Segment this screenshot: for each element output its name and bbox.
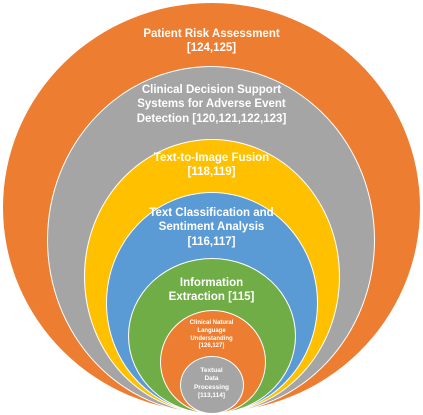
label-line: Detection [120,121,122,123] xyxy=(136,112,287,125)
label-line: Textual xyxy=(200,367,223,374)
label-line: Systems for Adverse Event xyxy=(137,98,286,111)
label-information-extraction: Information Extraction [115] xyxy=(0,276,423,305)
label-clinical-nlu: Clinical Natural Language Understanding … xyxy=(0,320,423,351)
label-line: Data xyxy=(204,375,219,383)
label-line: Processing xyxy=(193,383,230,391)
label-line: Patient Risk Assessment xyxy=(143,28,280,40)
ring-textual-data xyxy=(180,356,244,414)
label-line: Sentiment Analysis xyxy=(158,221,265,234)
label-line: Text-to-Image Fusion xyxy=(153,152,270,164)
label-line: Clinical Decision Support xyxy=(141,84,282,96)
label-line: Understanding xyxy=(190,335,233,342)
label-textual-data: Textual Data Processing [113,114] xyxy=(0,367,423,401)
label-line: Text Classification and xyxy=(149,207,274,219)
label-clinical-decision: Clinical Decision Support Systems for Ad… xyxy=(0,83,423,126)
label-line: [116,117] xyxy=(187,235,236,248)
label-line: [124,125] xyxy=(186,42,237,55)
label-line: Clinical Natural xyxy=(189,320,234,326)
label-line: [126,127] xyxy=(198,343,225,350)
label-line: Extraction [115] xyxy=(168,291,255,304)
label-text-to-image: Text-to-Image Fusion [118,119] xyxy=(0,151,423,180)
label-line: [118,119] xyxy=(187,166,236,179)
label-patient-risk: Patient Risk Assessment [124,125] xyxy=(0,27,423,56)
label-text-classification: Text Classification and Sentiment Analys… xyxy=(0,206,423,249)
label-line: Language xyxy=(197,327,226,334)
label-line: Information xyxy=(179,277,244,289)
label-line: [113,114] xyxy=(197,392,226,400)
